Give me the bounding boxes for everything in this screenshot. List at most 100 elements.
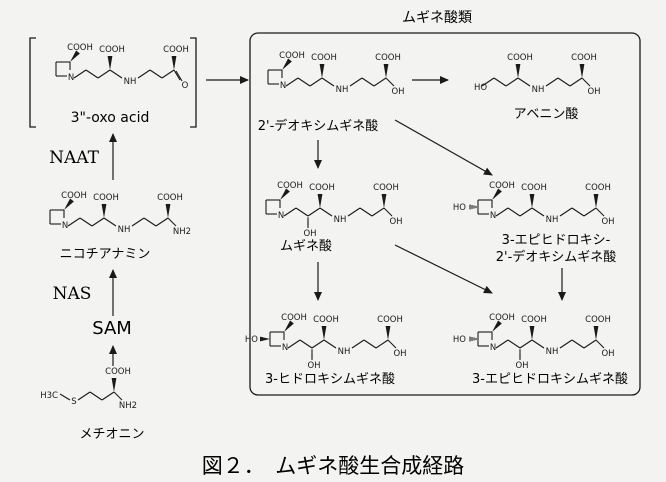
label-epi-hma: 3-エピヒドロキシムギネ酸 — [472, 372, 628, 387]
chain-bond — [519, 207, 533, 217]
met-carboxyl: COOH — [105, 367, 131, 377]
label-nicotianamine: ニコチアナミン — [60, 247, 151, 262]
right-bracket — [190, 37, 197, 128]
hydroxyl-label: HO — [245, 335, 258, 345]
chain-bond — [285, 77, 299, 87]
chain-hydroxyl: OH — [515, 361, 528, 371]
nitrogen-atom: N — [68, 73, 74, 83]
chain-bond — [73, 69, 87, 79]
carbonyl-bond — [175, 70, 183, 82]
chain-bond — [309, 77, 323, 87]
chain-bond — [287, 339, 301, 349]
nitrogen-atom: N — [62, 221, 68, 231]
wedge-bond — [383, 64, 389, 78]
carbonyl-oxygen: O — [182, 81, 189, 91]
sulfur-atom: S — [71, 397, 76, 407]
figure-caption: 図２． ムギネ酸生合成経路 — [202, 454, 465, 478]
wedge-bond — [321, 326, 327, 340]
chain-bond — [59, 393, 71, 401]
chain-bond — [85, 69, 99, 79]
wedge-bond — [280, 188, 290, 200]
amine-bond — [113, 391, 123, 401]
chain-carboxyl: COOH — [93, 193, 119, 203]
chain-bond — [571, 207, 585, 217]
chain-bond — [507, 207, 521, 217]
terminal-carboxyl: COOH — [157, 193, 183, 203]
chain-bond — [323, 339, 337, 349]
amine-nh: NH — [124, 77, 137, 87]
chain-bond — [131, 217, 145, 227]
terminal-carboxyl: COOH — [585, 315, 611, 325]
hydroxyl-bond — [581, 77, 591, 87]
wedge-bond — [284, 320, 294, 332]
arrow-ma-to-epihma — [394, 244, 493, 294]
arrow-dma-to-epihdma — [394, 119, 493, 176]
chain-bond — [359, 207, 373, 217]
chain-carboxyl: COOH — [311, 53, 337, 63]
hydroxyl-bond — [595, 339, 605, 349]
carbonyl-bond — [173, 69, 181, 81]
chain-bond — [531, 207, 545, 217]
chain-bond — [91, 217, 105, 227]
chain-bond — [481, 77, 495, 87]
ring-carboxyl: COOH — [489, 181, 515, 191]
chain-bond — [97, 69, 111, 79]
terminal-hydroxyl: HO — [474, 83, 487, 93]
amine-nh: NH — [546, 347, 559, 357]
wedge-bond — [529, 326, 535, 340]
terminal-carboxyl: COOH — [373, 183, 399, 193]
terminal-hydroxyl: OH — [391, 87, 404, 97]
hydroxyl-bond — [385, 77, 395, 87]
amine-nh: NH — [118, 225, 131, 235]
chain-bond — [77, 391, 91, 401]
wedge-bond — [579, 64, 585, 78]
wedge-bond — [282, 58, 292, 70]
terminal-hydroxyl: OH — [601, 349, 614, 359]
chain-bond — [283, 207, 297, 217]
hydroxyl-bond — [383, 207, 393, 217]
wedge-bond — [593, 326, 599, 340]
chain-bond — [349, 77, 363, 87]
chain-bond — [363, 339, 377, 349]
nitrogen-atom: N — [490, 343, 496, 353]
chain-bond — [89, 391, 103, 401]
chain-bond — [583, 339, 597, 349]
wedge-bond — [593, 194, 599, 208]
label-hma: 3-ヒドロキシムギネ酸 — [265, 372, 395, 387]
wedge-bond — [319, 64, 325, 78]
enzyme-nas: NAS — [53, 284, 92, 304]
chain-bond — [545, 77, 559, 87]
chain-bond — [79, 217, 93, 227]
chain-bond — [143, 217, 157, 227]
chain-bond — [321, 77, 335, 87]
nitrogen-atom: N — [278, 211, 284, 221]
chain-hydroxyl: OH — [303, 229, 316, 239]
terminal-carboxyl: COOH — [163, 45, 189, 55]
chain-bond — [375, 339, 389, 349]
label-sam: SAM — [92, 318, 132, 339]
wedge-bond — [317, 194, 323, 208]
wedge-bond — [165, 204, 171, 218]
amine-nh2: NH2 — [173, 227, 191, 237]
terminal-carboxyl: COOH — [377, 315, 403, 325]
wedge-bond — [101, 204, 107, 218]
chain-carboxyl: COOH — [507, 53, 533, 63]
chain-bond — [161, 69, 175, 79]
left-bracket — [29, 37, 36, 128]
chain-bond — [307, 207, 321, 217]
chain-bond — [295, 207, 309, 217]
chain-carboxyl: COOH — [521, 183, 547, 193]
nitrogen-atom: N — [490, 211, 496, 221]
terminal-carboxyl: COOH — [571, 53, 597, 63]
wedge-bond — [107, 56, 113, 70]
chain-bond — [319, 207, 333, 217]
wedge-bond — [529, 194, 535, 208]
amine-nh: NH — [338, 347, 351, 357]
terminal-hydroxyl: OH — [587, 87, 600, 97]
amine-nh: NH — [532, 85, 545, 95]
wedge-bond — [70, 50, 80, 62]
